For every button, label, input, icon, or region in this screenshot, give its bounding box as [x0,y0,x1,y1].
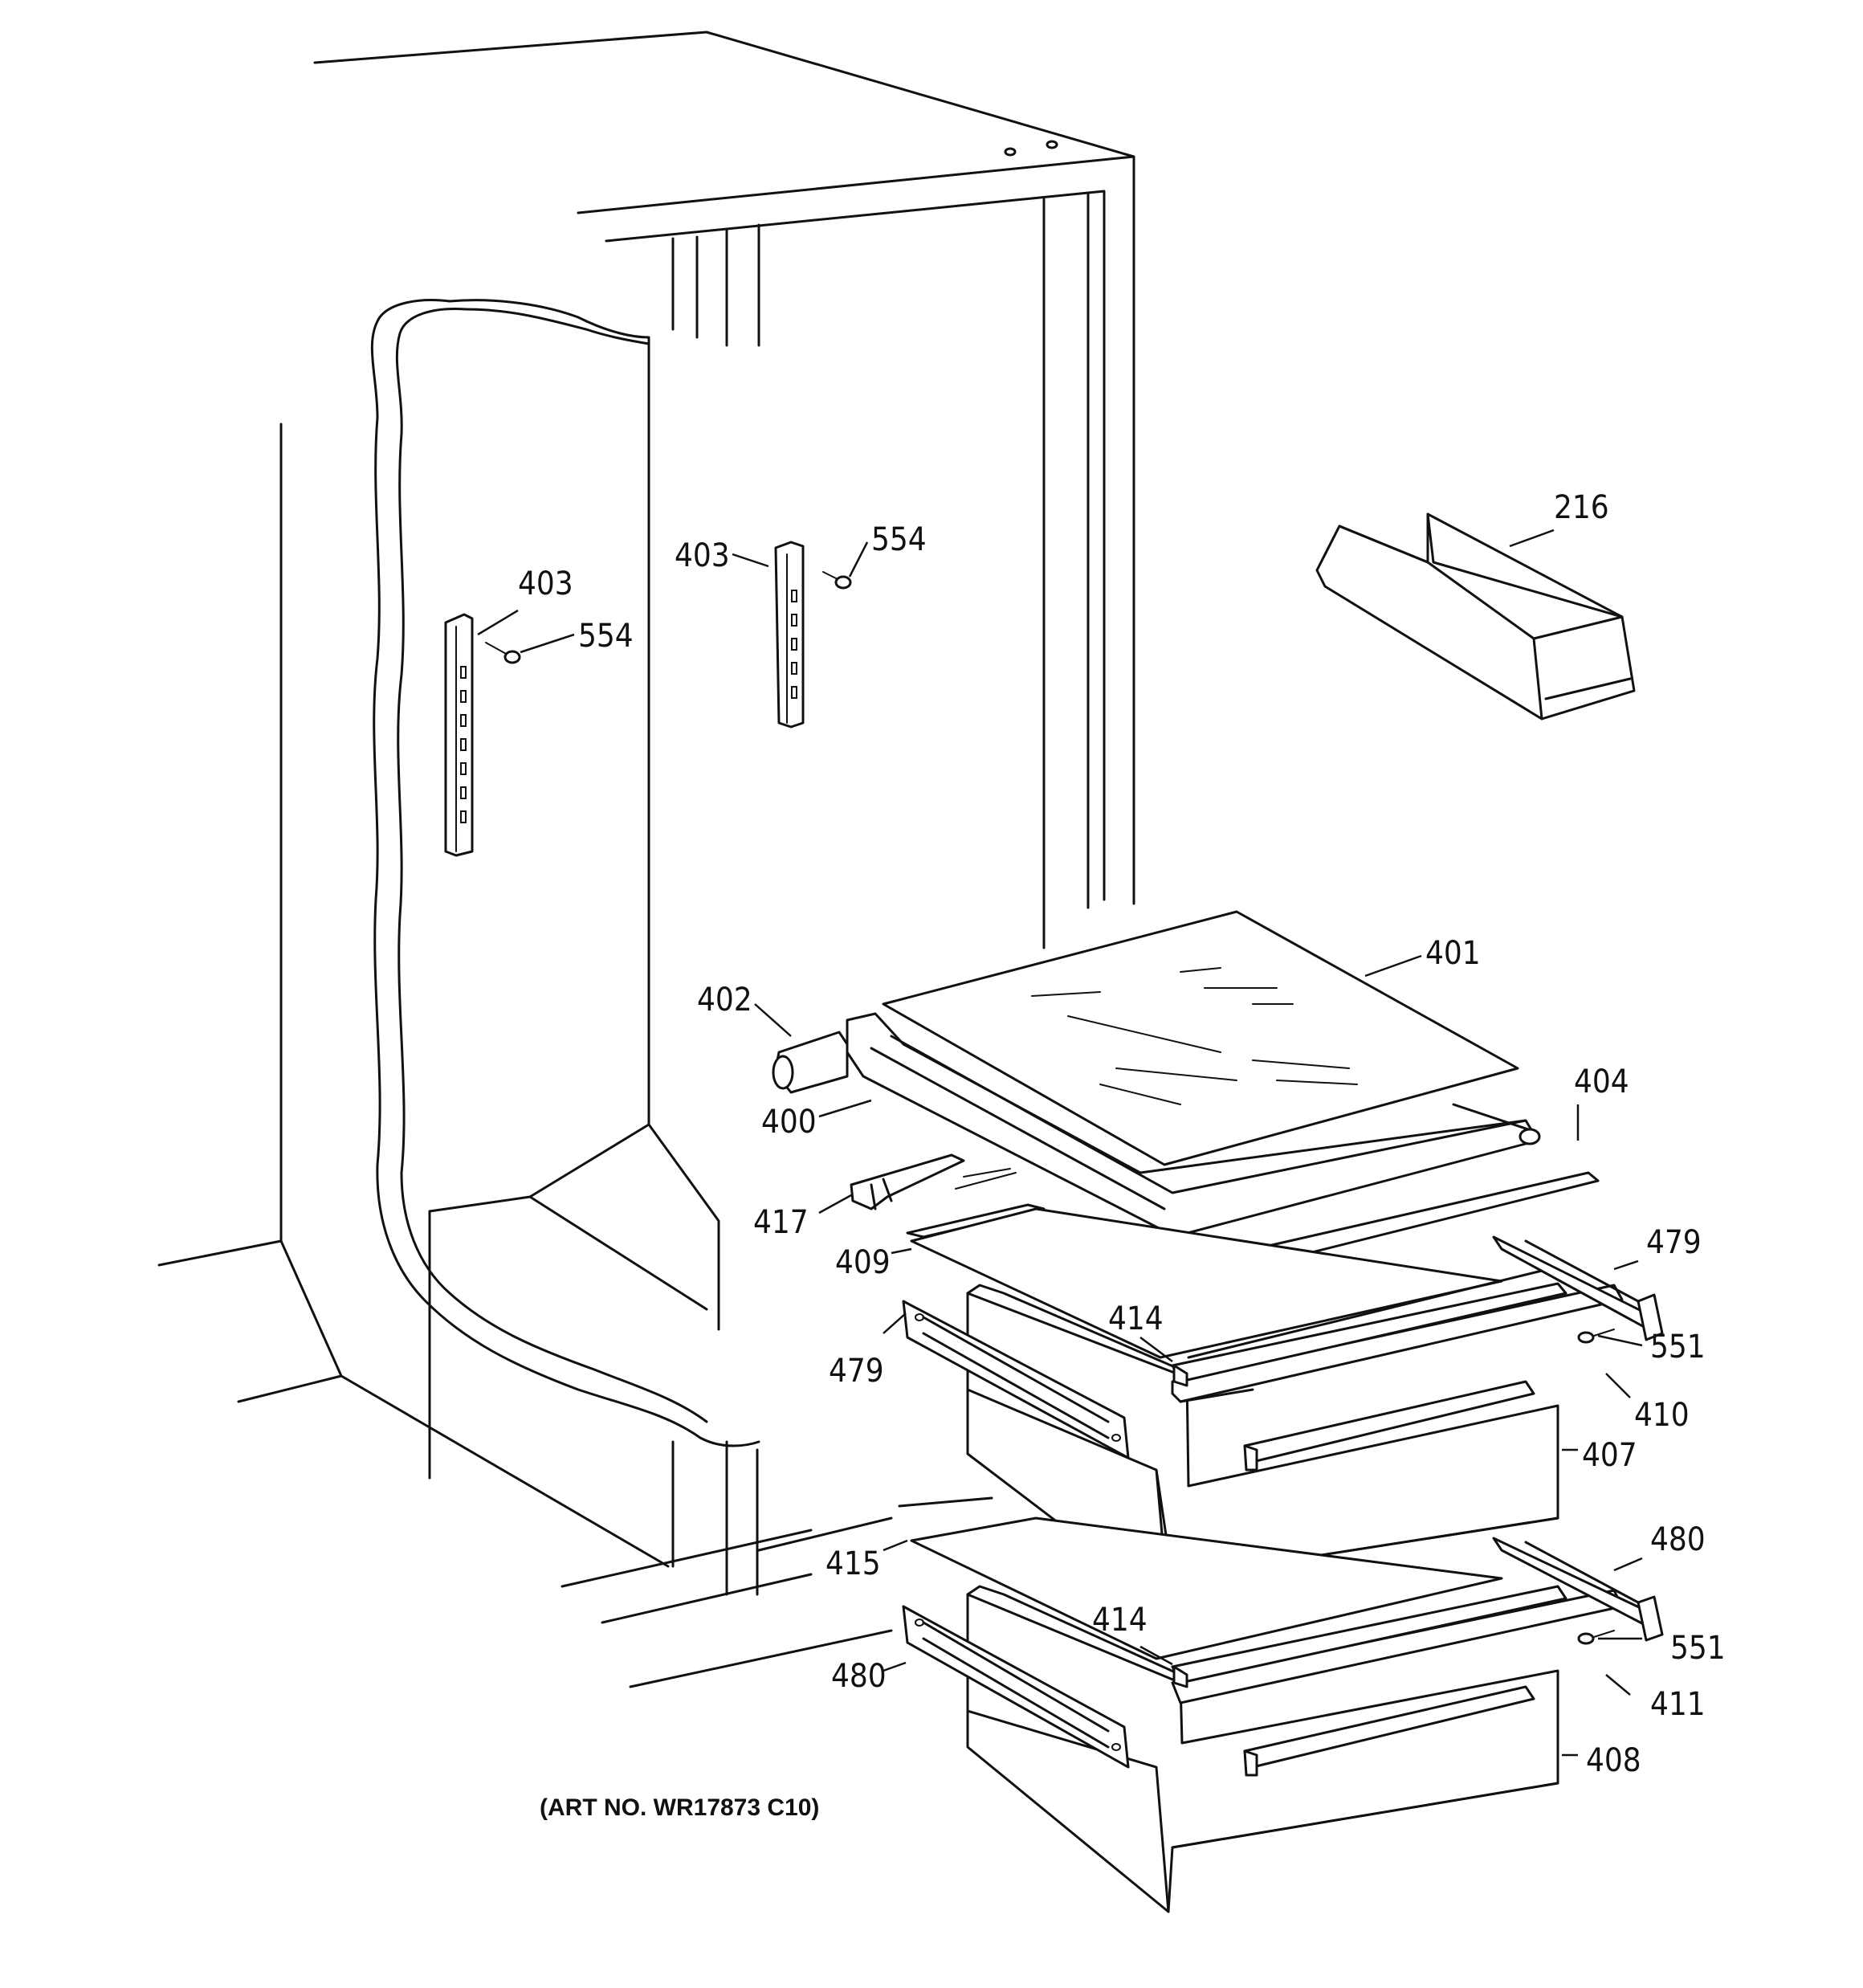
callout-551-upper: 551 [1650,1329,1706,1365]
callout-410: 410 [1634,1397,1690,1434]
shelf-frame [846,1012,1541,1239]
crisper-trim-upper [1171,1269,1567,1387]
callout-414-lower: 414 [1092,1602,1148,1639]
callout-414-upper: 414 [1108,1300,1164,1337]
leader-lines [477,529,1643,1757]
lower-crisper-cover-glass [910,1517,1503,1660]
door-bin [1315,512,1636,720]
upper-pan-handle [1243,1380,1535,1472]
glass-shelf [882,910,1519,1166]
callout-479-left: 479 [829,1353,884,1390]
crisper-bracket [850,1153,1017,1210]
callout-403-left: 403 [518,565,573,602]
crisper-trim-lower [1171,1585,1567,1688]
lower-pan-handle [1243,1685,1535,1777]
shelf-ladder-left [444,613,474,857]
callout-417: 417 [753,1204,809,1241]
callout-554-left: 554 [578,618,634,655]
callout-404: 404 [1574,1063,1629,1100]
callout-401: 401 [1425,935,1481,972]
slide-rail-left-upper [902,1300,1130,1459]
screw-left [485,642,521,664]
callout-480-right: 480 [1650,1521,1706,1558]
callout-403-right: 403 [675,537,730,574]
callout-479-right: 479 [1646,1224,1702,1261]
callout-411: 411 [1650,1686,1706,1723]
callout-415: 415 [826,1545,881,1582]
callout-551-lower: 551 [1670,1630,1726,1667]
shelf-bracket [772,1031,849,1094]
screw-upper-rail [1577,1329,1615,1344]
callout-407: 407 [1582,1437,1637,1474]
callout-400: 400 [761,1104,817,1141]
callout-402: 402 [697,982,752,1018]
slide-rail-right-upper [1492,1235,1664,1341]
callout-409: 409 [835,1244,891,1281]
shelf-ladder-right [774,541,805,729]
slide-rail-left-lower [902,1605,1130,1769]
cabinet-outline [157,31,1135,1688]
art-number: (ART NO. WR17873 C10) [540,1794,819,1821]
callout-408: 408 [1586,1742,1641,1779]
slide-rail-right-lower [1492,1537,1664,1642]
screw-right [822,571,852,590]
crisper-cover-frame-upper [1171,1284,1624,1403]
callout-216: 216 [1554,489,1609,526]
screw-lower-rail [1577,1630,1615,1645]
callout-554-right: 554 [871,521,927,558]
callout-480-left: 480 [831,1658,887,1695]
